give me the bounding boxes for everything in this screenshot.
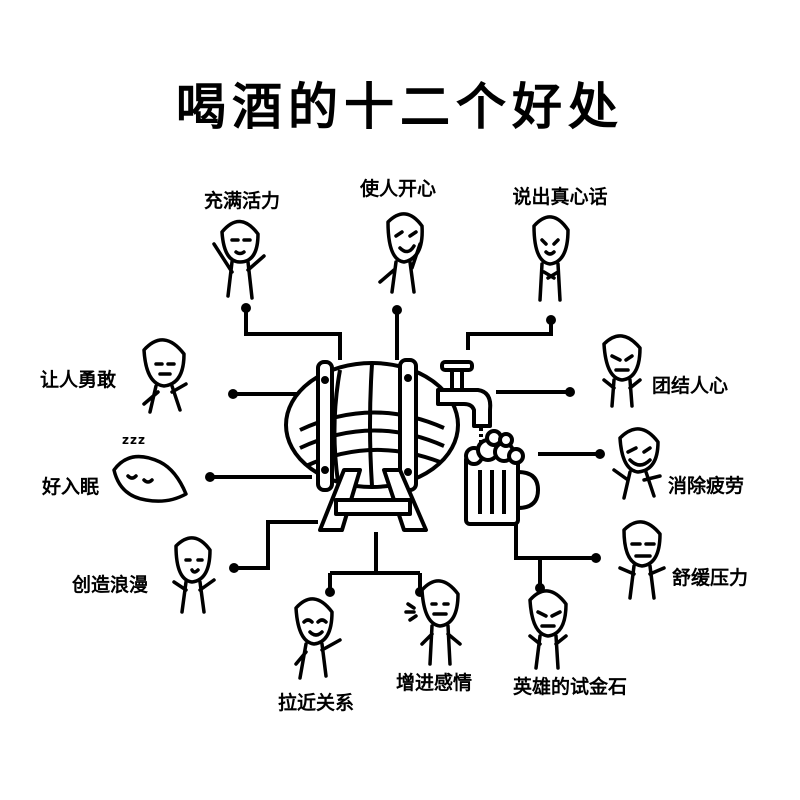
label-stress: 舒缓压力 (672, 567, 749, 589)
sleep-zzz-text: zzz (122, 433, 146, 447)
label-sleep: 好入眠 (42, 476, 100, 498)
figure-happy (378, 212, 424, 294)
label-bond: 增进感情 (395, 672, 473, 694)
label-brave: 让人勇敢 (40, 369, 117, 391)
label-unite: 团结人心 (652, 375, 729, 397)
figure-closer (294, 597, 342, 680)
figure-unite (602, 334, 642, 408)
figure-stress (618, 520, 666, 600)
label-happy: 使人开心 (359, 178, 437, 200)
connector-romance (236, 520, 318, 570)
figure-brave (142, 338, 188, 414)
figures (112, 212, 666, 680)
label-romance: 创造浪漫 (72, 574, 149, 596)
figure-hero (528, 589, 568, 670)
wine-barrel-icon (284, 358, 460, 532)
beer-tap-icon (436, 360, 493, 428)
label-truth: 说出真心话 (512, 186, 608, 208)
figure-bond (404, 579, 462, 666)
connector-lines (212, 312, 598, 590)
beer-mug-icon (464, 428, 540, 526)
figure-truth (532, 215, 570, 302)
label-hero: 英雄的试金石 (512, 676, 628, 698)
figure-energetic (212, 219, 266, 300)
figure-romance (172, 536, 216, 614)
figure-fatigue (612, 427, 662, 500)
label-energetic: 充满活力 (203, 190, 281, 212)
page-title: 喝酒的十二个好处 (176, 78, 624, 136)
connector-energetic (244, 312, 342, 360)
figure-sleep (112, 454, 188, 503)
connector-truth (466, 322, 553, 350)
label-closer: 拉近关系 (277, 692, 355, 714)
connector-stress (514, 520, 592, 560)
connector-dots (205, 303, 605, 597)
label-fatigue: 消除疲劳 (668, 475, 745, 497)
